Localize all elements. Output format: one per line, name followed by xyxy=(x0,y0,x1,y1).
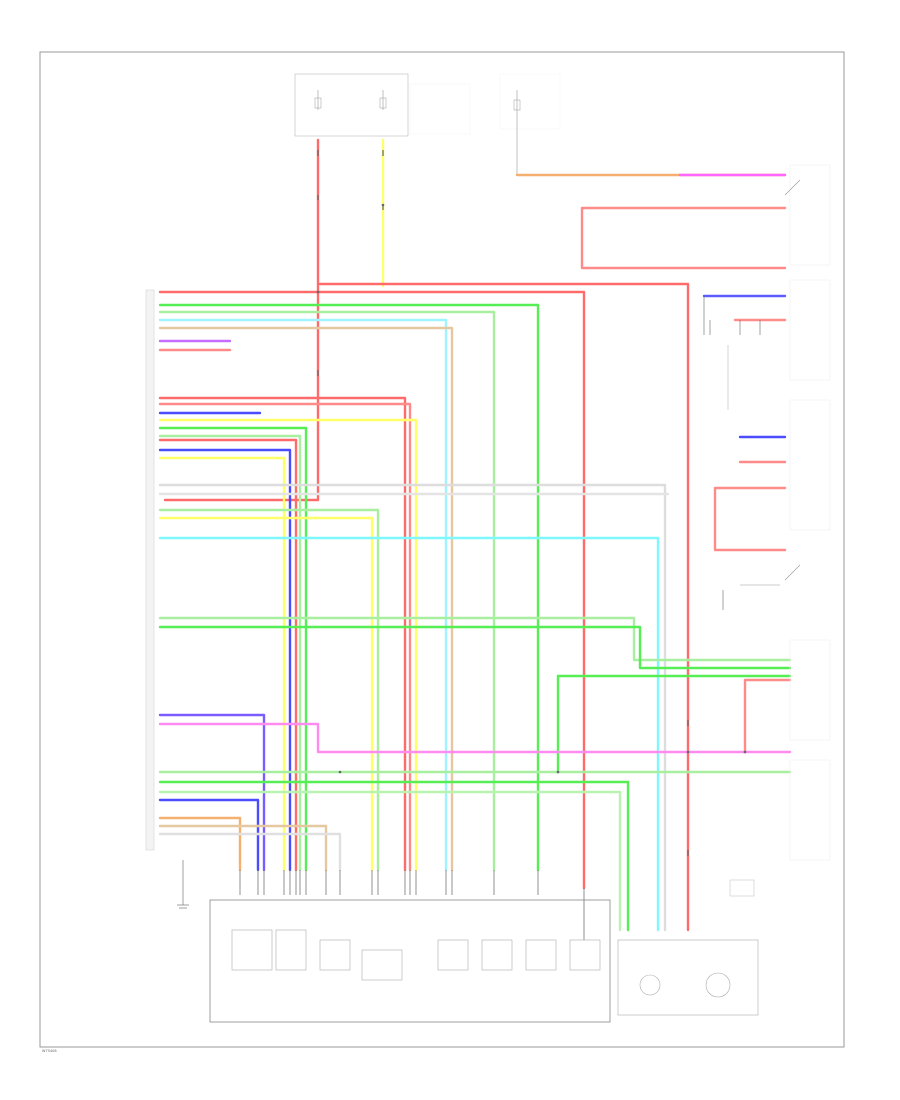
wire-yellow-mid xyxy=(158,418,418,872)
wire-violet-low xyxy=(158,713,266,872)
wire-grey-low xyxy=(158,832,342,872)
ground-symbol xyxy=(177,860,189,909)
wire-red-long xyxy=(318,282,690,932)
junction-dots xyxy=(316,203,747,774)
transmission-range-switch-box xyxy=(617,879,759,1016)
wire-lightgreen-low2 xyxy=(158,790,622,932)
tcm-connector-strip xyxy=(145,289,155,851)
wire-magenta-low xyxy=(158,722,792,754)
wire-blue-mid xyxy=(158,448,292,872)
wire-red-mid xyxy=(158,396,407,872)
wire-green-mid xyxy=(158,426,308,872)
wire-cyan-bus xyxy=(158,318,448,872)
wire-green-low xyxy=(158,780,630,932)
lower-connector-row xyxy=(239,870,585,940)
wire-harness xyxy=(158,138,792,932)
wire-green-long xyxy=(158,625,792,670)
top-fuse-block-right xyxy=(499,73,561,175)
right-components xyxy=(703,164,831,861)
wire-lightgreen-3 xyxy=(158,508,380,872)
wire-tan-low xyxy=(158,824,328,872)
wire-red-top-feed xyxy=(163,138,320,502)
diagram-code: W75406 xyxy=(42,1049,57,1053)
wire-connector-marks xyxy=(317,150,689,856)
wire-red-mid2 xyxy=(158,402,412,872)
wire-orange-low xyxy=(158,816,242,872)
wire-lightgreen-mid xyxy=(158,434,302,872)
wire-green-bus xyxy=(158,303,540,872)
wire-lightgreen-long xyxy=(158,616,792,662)
wire-grey-long xyxy=(158,483,667,932)
wire-yellow-mid2 xyxy=(158,456,286,872)
control-valve-unit-box xyxy=(209,899,611,1023)
wire-red-right-loop xyxy=(580,206,787,270)
top-fuse-block-left xyxy=(294,73,471,137)
wire-red-right3 xyxy=(743,678,792,754)
wire-red-bus xyxy=(158,290,586,890)
wire-cyan-long xyxy=(158,536,660,932)
wire-lightgreen-bus xyxy=(158,310,496,872)
wire-tan-bus xyxy=(158,326,454,872)
wire-blue-low xyxy=(158,798,260,872)
wire-red-right-loop2 xyxy=(713,486,787,552)
outer-frame xyxy=(39,51,845,1048)
wire-red-mid3 xyxy=(158,438,298,872)
